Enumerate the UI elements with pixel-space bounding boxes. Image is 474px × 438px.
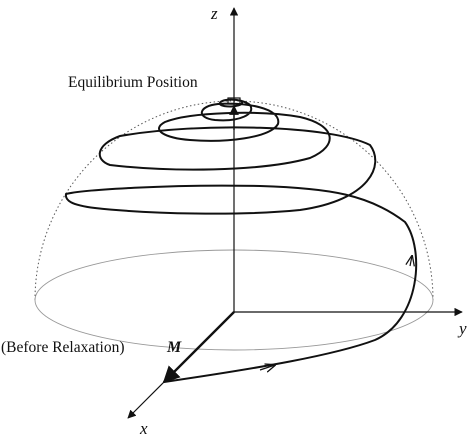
x-axis-label: x <box>139 419 148 438</box>
equilibrium-position-label: Equilibrium Position <box>68 74 198 91</box>
y-axis-label: y <box>457 319 467 338</box>
trajectory-direction-arrow <box>259 365 275 370</box>
equilibrium-marker <box>227 97 241 105</box>
relaxation-trajectory <box>64 98 418 383</box>
magnetization-label: M <box>166 339 182 356</box>
z-axis-label: z <box>210 4 218 23</box>
before-relaxation-label: (Before Relaxation) <box>1 339 125 356</box>
trajectory-direction-arrow-2 <box>410 256 412 266</box>
magnetization-vector <box>162 311 235 384</box>
